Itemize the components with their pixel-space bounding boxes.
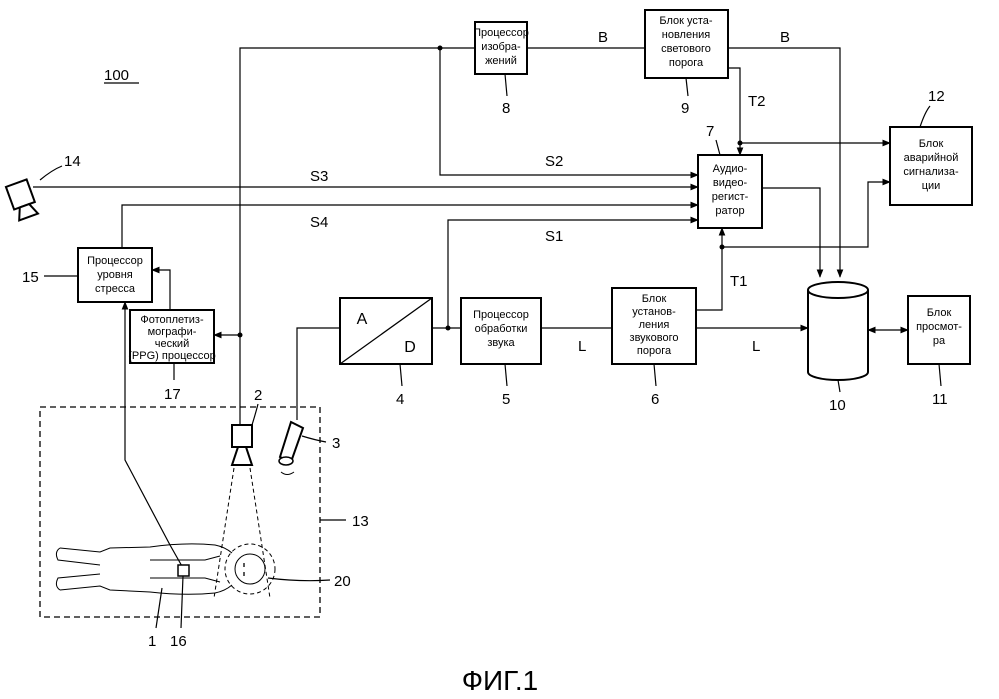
sound-threshold-line-1: Блок (642, 293, 667, 305)
num-1: 1 (148, 633, 156, 650)
viewer-line-1: Блок (927, 307, 952, 319)
num-20: 20 (334, 573, 351, 590)
ppg-processor-line-4: (PPG) процессор (128, 350, 215, 362)
signal-s3: S3 (310, 168, 328, 185)
av-recorder-line-3: регист- (712, 191, 749, 203)
alarm-line-1: Блок (919, 138, 944, 150)
camera-2-icon (214, 425, 270, 598)
num-13: 13 (352, 513, 369, 530)
figure-caption: ФИГ.1 (462, 665, 539, 696)
num-12: 12 (928, 88, 945, 105)
num-16: 16 (170, 633, 187, 650)
num-17: 17 (164, 386, 181, 403)
sound-processor-line-3: звука (487, 337, 515, 349)
sound-threshold-line-2: установ- (632, 306, 676, 318)
signal-t2: T2 (748, 93, 766, 110)
sound-threshold-line-5: порога (637, 345, 672, 357)
stress-processor-line-1: Процессор (87, 255, 143, 267)
light-threshold-line-4: порога (669, 57, 704, 69)
num-8: 8 (502, 100, 510, 117)
monitoring-area (40, 407, 320, 617)
stress-processor-line-2: уровня (97, 269, 133, 281)
signal-s2: S2 (545, 153, 563, 170)
signal-t1: T1 (730, 273, 748, 290)
num-7: 7 (706, 123, 714, 140)
num-3: 3 (332, 435, 340, 452)
num-2: 2 (254, 387, 262, 404)
av-recorder-line-4: ратор (715, 205, 744, 217)
sound-processor-line-1: Процессор (473, 309, 529, 321)
ppg-processor-line-3: ческий (155, 338, 189, 350)
sound-threshold-line-4: звукового (630, 332, 679, 344)
num-9: 9 (681, 100, 689, 117)
signal-b-1: B (598, 29, 608, 46)
av-recorder-line-1: Аудио- (713, 163, 748, 175)
signal-b-2: B (780, 29, 790, 46)
sensor-16 (178, 565, 189, 576)
alarm-line-2: аварийной (904, 152, 959, 164)
ad-converter-a: A (357, 311, 368, 328)
image-processor-line-2: изобра- (481, 41, 521, 53)
ppg-processor-line-1: Фотоплетиз- (140, 314, 204, 326)
viewer-line-2: просмот- (916, 321, 962, 333)
light-threshold-line-2: новления (662, 29, 711, 41)
light-threshold-line-1: Блок уста- (659, 15, 713, 27)
num-6: 6 (651, 391, 659, 408)
alarm-line-4: ции (922, 180, 941, 192)
signal-l-2: L (752, 338, 760, 355)
num-15: 15 (22, 269, 39, 286)
num-10: 10 (829, 397, 846, 414)
camera-14-icon (6, 179, 39, 220)
image-processor-line-3: жений (485, 55, 517, 67)
ppg-processor-line-2: мографи- (148, 326, 197, 338)
num-4: 4 (396, 391, 404, 408)
av-recorder-line-2: видео- (713, 177, 748, 189)
storage-cylinder (808, 282, 868, 380)
face-region-circle (225, 544, 275, 594)
sound-threshold-line-3: ления (639, 319, 670, 331)
signal-s1: S1 (545, 228, 563, 245)
num-5: 5 (502, 391, 510, 408)
ad-converter-d: D (404, 339, 416, 356)
num-14: 14 (64, 153, 81, 170)
viewer-line-3: ра (933, 335, 946, 347)
signal-s4: S4 (310, 214, 328, 231)
microphone-icon (279, 422, 303, 475)
patient-figure (56, 544, 265, 594)
ref-100: 100 (104, 67, 129, 84)
image-processor-line-1: Процессор (473, 27, 529, 39)
stress-processor-line-3: стресса (95, 283, 136, 295)
sound-processor-line-2: обработки (475, 323, 528, 335)
signal-l-1: L (578, 338, 586, 355)
alarm-line-3: сигнализа- (903, 166, 959, 178)
light-threshold-line-3: светового (661, 43, 711, 55)
num-11: 11 (932, 391, 948, 408)
